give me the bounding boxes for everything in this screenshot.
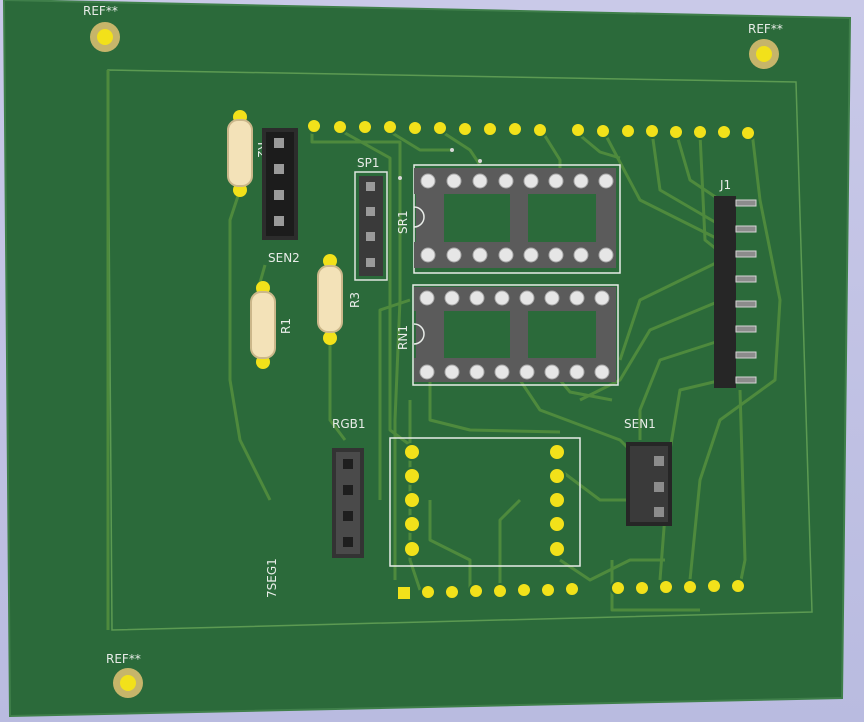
label-sen2: SEN2 <box>268 251 300 265</box>
label-sr1: SR1 <box>396 210 410 234</box>
label-j1: J1 <box>719 178 731 192</box>
dip-socket-sr1 <box>413 164 621 274</box>
board-edge-outline <box>107 69 813 631</box>
resistor-r1 <box>250 281 276 369</box>
header-j1 <box>714 196 757 388</box>
mounting-hole-bl <box>113 668 143 698</box>
label-rgb1: RGB1 <box>332 417 366 431</box>
label-7seg: 7SEG1 <box>265 558 279 598</box>
dip-socket-rn1 <box>412 284 619 386</box>
mounting-hole-tl <box>90 22 120 52</box>
header-sen1 <box>626 442 672 526</box>
bottom-pad-row-right <box>610 578 746 596</box>
ref-label-tr: REF** <box>748 22 783 36</box>
label-r1: R1 <box>279 318 293 334</box>
top-pad-row-left <box>306 118 548 138</box>
vias <box>398 148 482 180</box>
display-7seg-footprint <box>389 437 581 567</box>
header-sen2 <box>262 128 298 240</box>
copper-traces <box>106 70 782 630</box>
top-pad-row-right <box>570 122 756 141</box>
label-rn1: RN1 <box>396 325 410 350</box>
label-sp1: SP1 <box>357 156 380 170</box>
label-r3: R3 <box>348 292 362 308</box>
header-rgb1 <box>332 448 364 558</box>
resistor-r2 <box>227 110 253 197</box>
bottom-pad-row-left <box>396 581 580 601</box>
ref-label-tl: REF** <box>83 4 118 18</box>
mounting-hole-tr <box>749 39 779 69</box>
ref-label-bl: REF** <box>106 652 141 666</box>
resistor-r3 <box>317 254 343 345</box>
label-sen1: SEN1 <box>624 417 656 431</box>
header-sp1 <box>354 171 388 281</box>
